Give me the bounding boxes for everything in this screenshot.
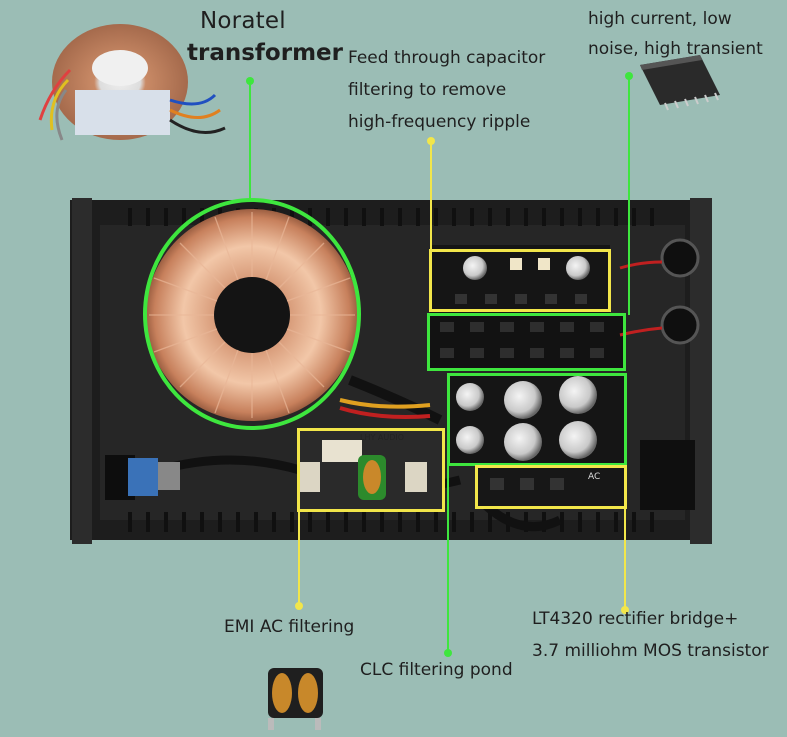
emi-leader-dot [295, 602, 303, 610]
transformer-label: transformer [187, 40, 343, 66]
clc-highlight-box [447, 373, 627, 466]
clc-label: CLC filtering pond [360, 660, 513, 680]
emi-leader-line [298, 510, 300, 605]
highcurrent-label-2: noise, high transient [588, 39, 763, 59]
rectifier-highlight-box [475, 465, 627, 509]
feedthrough-leader-dot [427, 137, 435, 145]
lt4320-leader-line [624, 509, 626, 609]
transformer-leader-line [249, 80, 251, 200]
lt4320-label-2: 3.7 milliohm MOS transistor [532, 641, 769, 661]
feedthrough-label-3: high-frequency ripple [348, 112, 531, 132]
feedthrough-leader-line [430, 140, 432, 250]
noratel-label: Noratel [200, 8, 286, 34]
inductor-image [268, 668, 323, 730]
emi-highlight-box [297, 428, 445, 512]
small-transformer-image [38, 24, 226, 141]
regulator-highlight-box [427, 313, 626, 371]
emi-board-label: LHY AUDIO [360, 433, 405, 442]
feedthrough-label-1: Feed through capacitor [348, 48, 546, 68]
lt4320-leader-dot [621, 606, 629, 614]
highcurrent-label-1: high current, low [588, 9, 732, 29]
ac-board-label: AC [588, 472, 601, 482]
clc-leader-dot [444, 649, 452, 657]
highcurrent-leader-dot [625, 72, 633, 80]
lt4320-label-1: LT4320 rectifier bridge+ [532, 609, 739, 629]
feedthrough-label-2: filtering to remove [348, 80, 507, 100]
clc-leader-line [447, 466, 449, 652]
highcurrent-leader-line [628, 75, 630, 315]
transformer-highlight-circle [143, 198, 361, 430]
chip-image [640, 55, 720, 111]
emi-label: EMI AC filtering [224, 617, 355, 637]
transformer-leader-dot [246, 77, 254, 85]
feedthrough-highlight-box [429, 249, 611, 312]
